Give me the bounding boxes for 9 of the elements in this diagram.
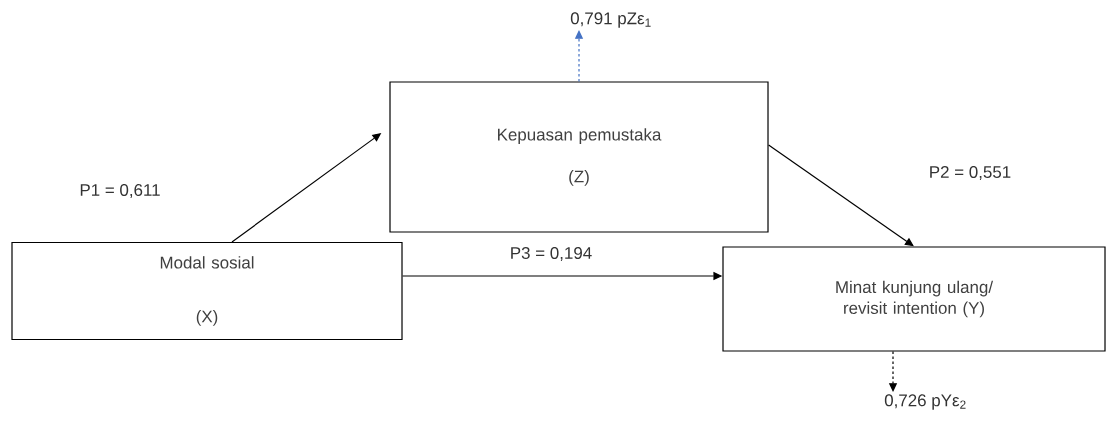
error-term-label: 0,791 pZε$_{1}$ bbox=[570, 12, 651, 28]
edge-label: P1 = 0,611 bbox=[78, 183, 162, 199]
arrow bbox=[768, 144, 914, 247]
variable-box: Kepuasan pemustaka (Z) bbox=[389, 81, 769, 233]
variable-box: Modal sosial (X) bbox=[11, 241, 403, 341]
edge-label: P2 = 0,551 bbox=[927, 165, 1013, 181]
edge-label: P3 = 0,194 bbox=[508, 246, 594, 262]
variable-box: Minat kunjung ulang/ revisit intention (Y) bbox=[722, 246, 1106, 352]
error-term-label: 0,726 pYε$_{2}$ bbox=[884, 394, 966, 410]
